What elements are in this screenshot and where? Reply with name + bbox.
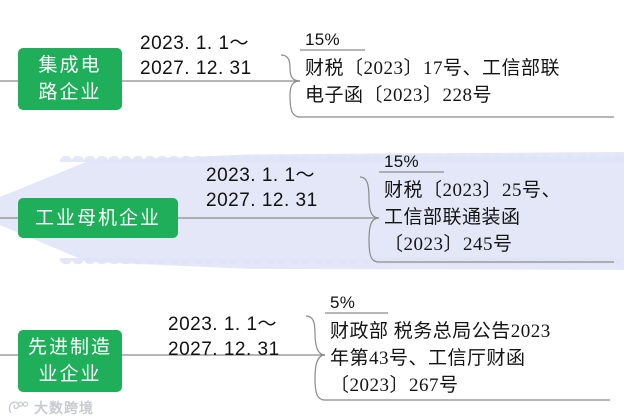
topic-node-advanced-manufacturing[interactable]: 先进制造 业企业 <box>18 330 122 392</box>
bracket-2 <box>359 176 380 263</box>
watermark-logo-icon <box>8 401 29 414</box>
rate-label-integrated-circuit: 15% <box>305 30 340 49</box>
rate-label-machine-tool: 15% <box>384 152 419 171</box>
highlight-wedge-scallop-top <box>60 150 624 162</box>
bracket-1 <box>280 54 301 118</box>
bracket-3 <box>305 315 326 401</box>
highlight-wedge-scallop-bottom <box>60 258 624 270</box>
period-label-advanced-manufacturing: 2023. 1. 1～ 2027. 12. 31 <box>168 314 280 360</box>
top-scallop-band <box>250 0 624 9</box>
left-scallop-border <box>0 0 9 420</box>
watermark-text: 大数跨境 <box>34 400 94 416</box>
documents-label-machine-tool: 财税〔2023〕25号、 工信部联通装函 〔2023〕245号 <box>384 180 562 255</box>
period-label-machine-tool: 2023. 1. 1～ 2027. 12. 31 <box>206 165 318 211</box>
watermark: 大数跨境 <box>8 398 94 418</box>
documents-label-integrated-circuit: 财税〔2023〕17号、工信部联 电子函〔2023〕228号 <box>305 58 561 106</box>
topic-node-integrated-circuit[interactable]: 集成电 路企业 <box>18 48 122 110</box>
period-label-integrated-circuit: 2023. 1. 1～ 2027. 12. 31 <box>140 33 252 79</box>
topic-node-machine-tool[interactable]: 工业母机企业 <box>18 198 178 238</box>
documents-label-advanced-manufacturing: 财政部 税务总局公告2023 年第43号、工信厅财函 〔2023〕267号 <box>330 321 551 396</box>
rate-label-advanced-manufacturing: 5% <box>330 293 356 312</box>
